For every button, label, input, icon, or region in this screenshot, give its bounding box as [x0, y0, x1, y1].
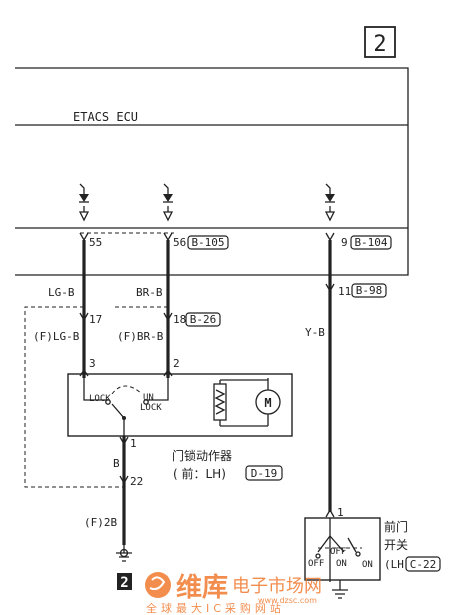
wire-label-f-2b: (F)2B: [84, 516, 117, 529]
watermark: 维库 电子市场网 www.dzsc.com 全球最大IC采购网站: [145, 572, 322, 615]
connector-b98-box: [351, 283, 387, 298]
door-switch-pin-marker: [325, 508, 335, 518]
pin-22-label: 22: [130, 475, 143, 488]
connector-b105-label: B-105: [191, 236, 224, 249]
ground-symbol-right: [332, 580, 348, 599]
ptc-thermistor-symbol: [213, 380, 227, 426]
connector-b98-label: B-98: [356, 284, 383, 297]
connector-b26-label: B-26: [190, 313, 217, 326]
door-switch-off-1: OFF: [308, 559, 324, 569]
ecu-outline: [15, 67, 409, 276]
watermark-brand: 维库: [176, 572, 228, 603]
connector-b26-box: [185, 312, 221, 327]
watermark-logo: [145, 572, 171, 598]
wire-label-f-lgb: (F)LG-B: [33, 330, 80, 343]
pin-17-marker: [79, 312, 89, 322]
junction-dashed-outline: [24, 306, 168, 488]
watermark-url: www.dzsc.com: [258, 596, 317, 605]
actuator-pin-3: 3: [89, 357, 96, 370]
unlock-label-2: LOCK: [140, 403, 162, 413]
pin-56-marker: [163, 232, 173, 242]
lock-switch: [83, 378, 169, 436]
ecu-title: ETACS ECU: [73, 110, 138, 124]
pin-56-label: 56: [173, 236, 186, 249]
door-switch-pin-1: 1: [337, 506, 344, 519]
pin-22-marker: [119, 475, 129, 485]
unlock-label-1: UN: [143, 393, 154, 403]
ecu-diode-1: [78, 183, 90, 222]
actuator-location: ( 前：LH): [173, 466, 226, 481]
wire-label-brb: BR-B: [136, 286, 163, 299]
pin-1-marker: [119, 436, 129, 446]
door-switch-location: (LH): [384, 558, 411, 571]
door-switch-on-1: ON: [336, 559, 347, 569]
svg-text:M: M: [264, 396, 271, 410]
ground-marker-box: [117, 573, 132, 590]
ground-symbol-left: [116, 545, 132, 562]
page-number: 2: [373, 32, 386, 57]
wire-label-f-brb: (F)BR-B: [117, 330, 164, 343]
door-switch-name-1: 前门: [384, 519, 408, 534]
connector-b105-box: [187, 235, 229, 250]
door-switch-on-2: ON: [362, 560, 373, 570]
door-switch-box: [304, 517, 381, 581]
wire-label-yb: Y-B: [305, 326, 325, 339]
pin-55-label: 55: [89, 236, 102, 249]
door-switch-name-2: 开关: [384, 538, 408, 552]
watermark-tagline: 全球最大IC采购网站: [146, 601, 285, 615]
connector-d19-box: [245, 465, 283, 481]
wire-label-lgb: LG-B: [48, 286, 75, 299]
door-lock-actuator-box: [67, 373, 293, 437]
pin-55-marker: [79, 232, 89, 242]
pin-9-marker: [325, 232, 335, 242]
pin-17-label: 17: [89, 313, 102, 326]
motor-wiring: [220, 379, 268, 427]
connector-c22-box: [405, 556, 441, 572]
pin-9-label: 9: [341, 236, 348, 249]
door-switch-contacts: [315, 518, 362, 582]
connector-c22-label: C-22: [410, 558, 437, 571]
pin-2-marker: [163, 368, 173, 377]
watermark-site-name: 电子市场网: [232, 576, 322, 597]
actuator-pin-1: 1: [130, 437, 137, 450]
page-number-box: [364, 26, 396, 58]
pin-3-marker: [79, 368, 89, 377]
ground-marker: 2: [120, 575, 128, 591]
lock-label: LOCK: [89, 394, 111, 404]
pin-11-marker: [325, 283, 335, 293]
connector-b104-label: B-104: [354, 236, 387, 249]
actuator-name: 门锁动作器: [172, 448, 232, 463]
actuator-pin-2: 2: [173, 357, 180, 370]
connector-d19-label: D-19: [251, 467, 278, 480]
pin-18-label: 18: [173, 313, 186, 326]
door-switch-off-2: OFF: [330, 547, 346, 557]
pin-18-marker: [163, 312, 173, 322]
ecu-diode-3: [324, 183, 336, 222]
motor-symbol: M: [255, 378, 281, 426]
wire-label-b: B: [113, 457, 120, 470]
connector-b104-box: [350, 235, 392, 250]
ecu-diode-2: [162, 183, 174, 222]
pin-11-label: 11: [338, 285, 351, 298]
